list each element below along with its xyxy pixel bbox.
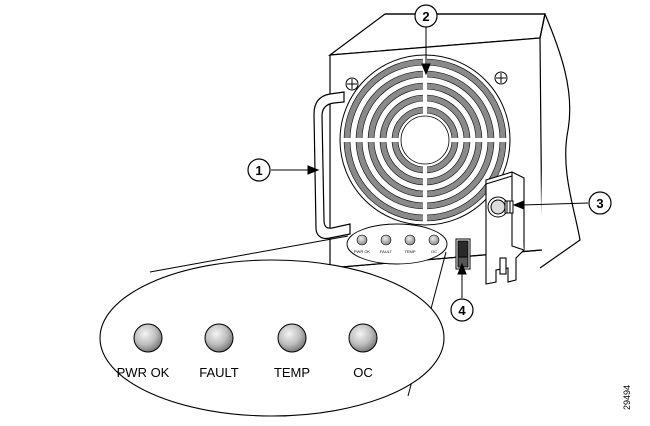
fan-grille	[339, 54, 511, 226]
mini-led-2: FAULT	[380, 234, 393, 254]
mini-led-1: PWR OK	[354, 234, 371, 254]
screw-icon	[345, 77, 359, 91]
callout-4-label: 4	[458, 303, 466, 318]
led-temp: TEMP	[274, 323, 310, 380]
led-pwr-ok: PWR OK	[117, 323, 170, 380]
callout-1-label: 1	[255, 163, 262, 178]
callout-3: 3	[588, 191, 612, 215]
led-fault-label: FAULT	[199, 365, 239, 380]
mini-led-label: OC	[431, 249, 437, 254]
side-bracket	[485, 171, 525, 285]
screw-icon	[494, 71, 508, 85]
thumbscrew-icon	[487, 196, 514, 218]
power-switch	[455, 238, 471, 270]
callout-leader-lines	[271, 27, 589, 298]
mini-led-panel: PWR OK FAULT TEMP OC	[346, 223, 448, 265]
mini-led-label: PWR OK	[354, 249, 371, 254]
mini-led-3: TEMP	[404, 234, 416, 254]
mini-led-label: TEMP	[404, 249, 415, 254]
callout-3-label: 3	[596, 196, 603, 211]
mini-led-label: FAULT	[380, 249, 393, 254]
callout-2: 2	[414, 4, 438, 28]
led-fault: FAULT	[199, 323, 239, 380]
led-oc: OC	[348, 323, 378, 380]
callout-1: 1	[247, 158, 271, 182]
mini-led-4: OC	[428, 234, 440, 254]
handle	[313, 91, 351, 240]
led-oc-label: OC	[353, 365, 373, 380]
led-pwr-ok-label: PWR OK	[117, 365, 170, 380]
led-panel-enlarged: PWR OK FAULT TEMP OC	[99, 259, 445, 417]
callout-2-label: 2	[422, 9, 429, 24]
figure-id: 29494	[622, 385, 632, 410]
led-temp-label: TEMP	[274, 365, 310, 380]
callout-4: 4	[450, 298, 474, 322]
